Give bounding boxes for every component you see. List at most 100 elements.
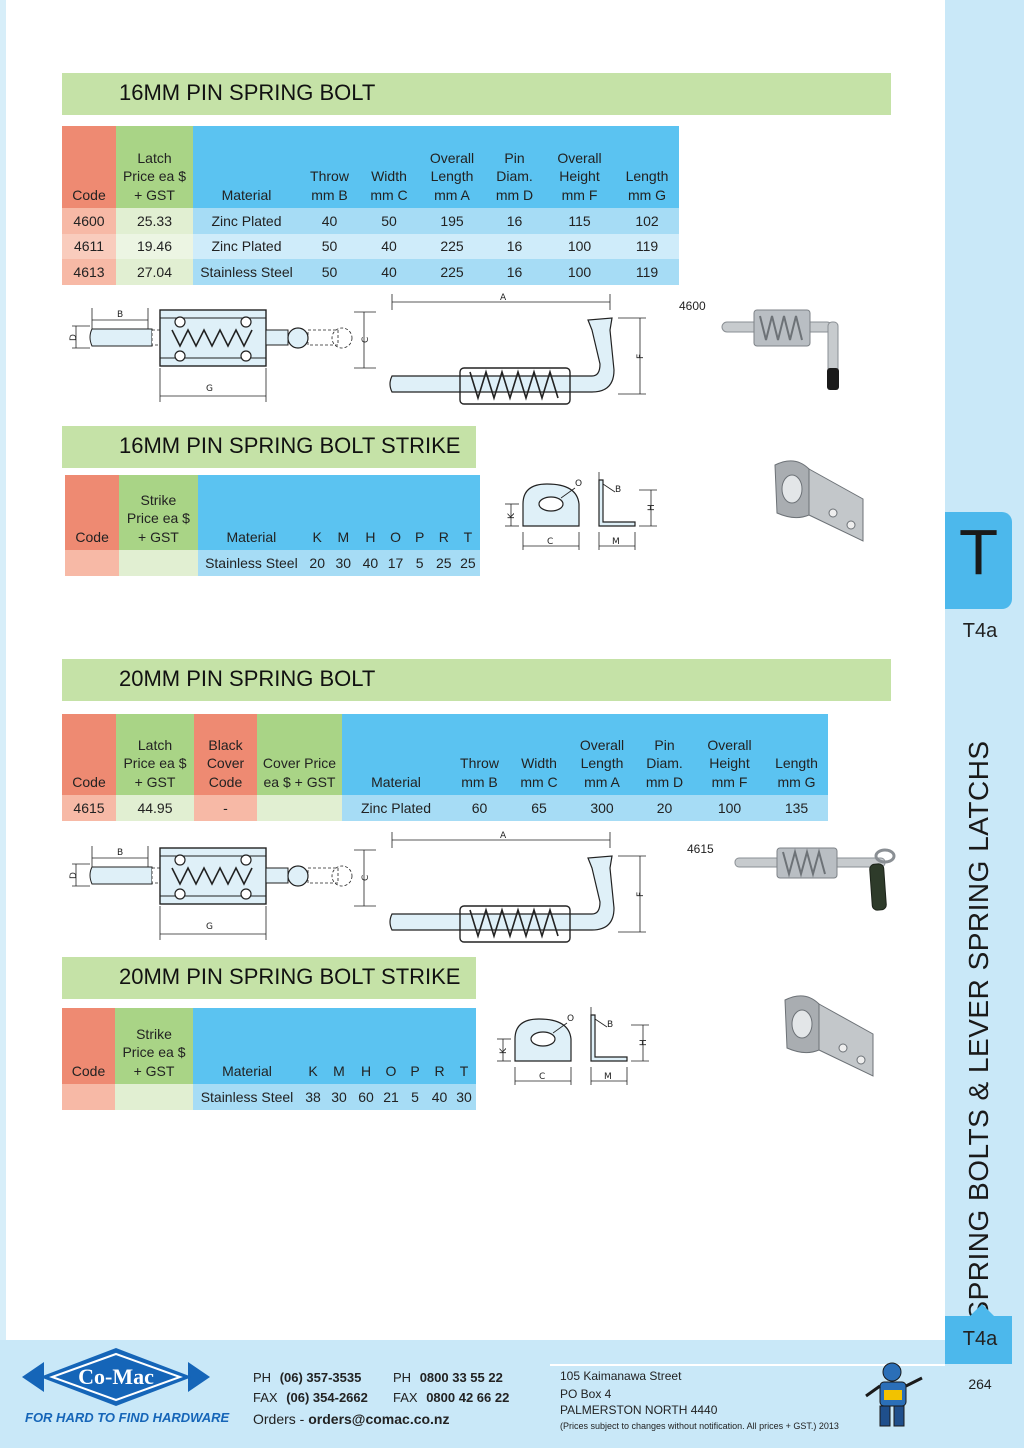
cell: 119 (615, 233, 679, 259)
cell: 20 (635, 795, 694, 821)
cell: 16 (485, 208, 544, 234)
strike-photo-16mm (774, 460, 864, 542)
cell (119, 550, 198, 576)
spec-table-20mm-strike: Code Strike Price ea $ + GST Material K … (62, 1008, 476, 1110)
col-header: M (325, 1008, 353, 1084)
dim-label-b-strike: B (615, 485, 621, 495)
footer-divider (550, 1364, 945, 1366)
table-row: 4613 27.04 Stainless Steel 50 40 225 16 … (62, 259, 679, 285)
fax-label: FAX (253, 1390, 278, 1405)
col-header: Length mm G (615, 126, 679, 208)
page-footer (0, 1340, 945, 1448)
col-header: Pin Diam. mm D (635, 714, 694, 795)
dim-label-c-strike: C (539, 1072, 545, 1082)
cell: 50 (300, 233, 359, 259)
col-header: Strike Price ea $ + GST (119, 475, 198, 550)
col-header: H (353, 1008, 379, 1084)
dim-label-g: G (206, 384, 213, 394)
phone-label: PH (253, 1370, 272, 1385)
photo-label-4615: 4615 (687, 842, 714, 856)
freephone-number[interactable]: 0800 33 55 22 (419, 1370, 503, 1385)
dim-label-f: F (636, 354, 646, 359)
section-title: 20MM PIN SPRING BOLT STRIKE (119, 964, 461, 989)
cell: Stainless Steel (193, 1084, 301, 1110)
cell (65, 550, 120, 576)
col-header: Overall Length mm A (419, 126, 485, 208)
cell: 4611 (62, 233, 116, 259)
section-title: 16MM PIN SPRING BOLT STRIKE (119, 433, 461, 458)
freephone-line: PH 0800 33 55 22 (393, 1370, 503, 1385)
orders-email-link[interactable]: orders@comac.co.nz (308, 1411, 450, 1427)
phone-number[interactable]: (06) 357-3535 (279, 1370, 362, 1385)
bolt-photo-4600 (721, 309, 839, 390)
index-tab[interactable] (945, 512, 1012, 609)
col-header: Black Cover Code (194, 714, 257, 795)
dim-label-o: O (575, 479, 582, 489)
col-header: Throw mm B (300, 126, 359, 208)
section-header-20mm-strike: 20MM PIN SPRING BOLT STRIKE (62, 957, 476, 999)
dim-label-b: B (117, 848, 123, 858)
cell: 5 (403, 1084, 427, 1110)
dim-label-d: D (69, 334, 79, 341)
index-tab-letter: T (958, 516, 999, 588)
cell: 100 (694, 795, 765, 821)
spec-table-16mm-bolt: Code Latch Price ea $ + GST Material Thr… (62, 126, 679, 285)
cell: Zinc Plated (193, 208, 300, 234)
orders-line: Orders - orders@comac.co.nz (253, 1411, 450, 1427)
cell: 40 (359, 233, 419, 259)
section-title: 20MM PIN SPRING BOLT (119, 666, 376, 691)
col-header: K (305, 475, 330, 550)
cell: 50 (359, 208, 419, 234)
cell: 65 (509, 795, 569, 821)
col-header: Code (62, 1008, 115, 1084)
freefax-number: 0800 42 66 22 (426, 1390, 510, 1405)
dim-label-h: H (639, 1039, 649, 1046)
col-header: M (329, 475, 358, 550)
cell (62, 1084, 115, 1110)
cell: 44.95 (116, 795, 194, 821)
col-header: Material (342, 714, 450, 795)
address-street: 105 Kaimanawa Street (560, 1369, 682, 1383)
brand-tagline: FOR HARD TO FIND HARDWARE (25, 1410, 230, 1425)
section-header-20mm-bolt: 20MM PIN SPRING BOLT (62, 659, 891, 701)
dim-label-g: G (206, 922, 213, 932)
col-header: Latch Price ea $ + GST (116, 714, 194, 795)
page-number: 264 (968, 1376, 992, 1392)
strike-photo-20mm (784, 995, 874, 1077)
bottom-index-tab-code: T4a (962, 1328, 998, 1350)
cell: - (194, 795, 257, 821)
cell: 17 (383, 550, 408, 576)
cell: 40 (359, 259, 419, 285)
dim-label-c: C (361, 875, 371, 881)
col-header: Overall Height mm F (694, 714, 765, 795)
dim-label-m: M (612, 537, 620, 547)
cell (115, 1084, 193, 1110)
mascot-icon (865, 1362, 923, 1427)
cell: 225 (419, 259, 485, 285)
dim-label-d: D (69, 872, 79, 879)
cell: 100 (544, 259, 615, 285)
col-header: Code (65, 475, 120, 550)
cell: 40 (427, 1084, 452, 1110)
side-section-title: SPRING BOLTS & LEVER SPRING LATCHS (963, 740, 994, 1320)
freephone-label: PH (393, 1370, 412, 1385)
col-header: Strike Price ea $ + GST (115, 1008, 193, 1084)
table-row: 4615 44.95 - Zinc Plated 60 65 300 20 10… (62, 795, 828, 821)
cell: 60 (353, 1084, 379, 1110)
col-header: Overall Height mm F (544, 126, 615, 208)
fax-number: (06) 354-2662 (286, 1390, 368, 1405)
comac-logo[interactable]: Co-Mac (22, 1348, 212, 1406)
cell: 5 (407, 550, 432, 576)
spec-table-16mm-strike: Code Strike Price ea $ + GST Material K … (65, 475, 480, 576)
fax-line: FAX (06) 354-2662 (253, 1390, 368, 1405)
dim-label-a: A (500, 293, 507, 303)
photo-label-4600: 4600 (679, 299, 706, 313)
col-header: Latch Price ea $ + GST (116, 126, 193, 208)
col-header: Code (62, 126, 116, 208)
col-header: Material (193, 126, 300, 208)
col-header: Material (193, 1008, 301, 1084)
index-tab-code: T4a (962, 620, 998, 642)
col-header: R (427, 1008, 452, 1084)
table-row: 4611 19.46 Zinc Plated 50 40 225 16 100 … (62, 233, 679, 259)
dim-label-o: O (567, 1014, 574, 1024)
